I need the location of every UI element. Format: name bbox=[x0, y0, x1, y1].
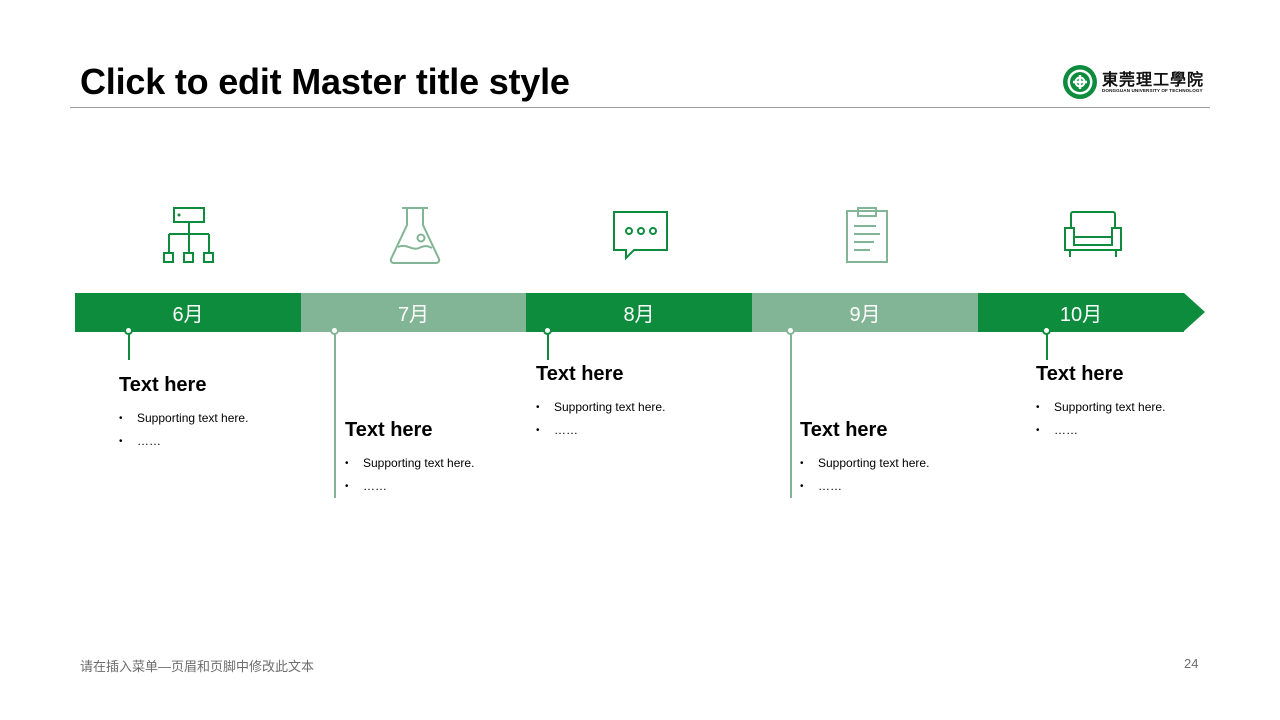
timeline-arrow-head bbox=[1184, 293, 1205, 331]
connector-node bbox=[124, 326, 133, 335]
bullet-item[interactable]: …… bbox=[119, 430, 319, 453]
item-title[interactable]: Text here bbox=[536, 363, 624, 385]
connector-node bbox=[543, 326, 552, 335]
item-title[interactable]: Text here bbox=[800, 419, 888, 441]
bullet-list: Supporting text here. …… bbox=[345, 452, 545, 498]
logo-name-chinese: 東莞理工學院 bbox=[1102, 70, 1205, 89]
bullet-item[interactable]: …… bbox=[800, 475, 1000, 498]
bullet-item[interactable]: Supporting text here. bbox=[536, 396, 736, 419]
connector-line bbox=[547, 332, 549, 360]
connector-line bbox=[790, 332, 792, 498]
bullet-item[interactable]: Supporting text here. bbox=[800, 452, 1000, 475]
connector-node bbox=[786, 326, 795, 335]
logo-name-english: DONGGUAN UNIVERSITY OF TECHNOLOGY bbox=[1102, 88, 1203, 93]
timeline-segment-2: 7月 bbox=[301, 293, 526, 332]
slide-title[interactable]: Click to edit Master title style bbox=[80, 61, 570, 102]
flask-icon bbox=[389, 207, 441, 264]
timeline-item-2: Text here Supporting text here. …… bbox=[345, 418, 545, 498]
timeline-segment-3: 8月 bbox=[526, 293, 752, 332]
title-divider bbox=[70, 107, 1210, 108]
timeline-item-5: Text here Supporting text here. …… bbox=[1036, 362, 1236, 442]
timeline-item-3: Text here Supporting text here. …… bbox=[536, 362, 736, 442]
connector-node bbox=[1042, 326, 1051, 335]
connector-line bbox=[334, 332, 336, 498]
bullet-item[interactable]: …… bbox=[1036, 419, 1236, 442]
bullet-list: Supporting text here. …… bbox=[800, 452, 1000, 498]
connector-node bbox=[330, 326, 339, 335]
connector-line bbox=[128, 332, 130, 360]
connector-line bbox=[1046, 332, 1048, 360]
org-chart-icon bbox=[163, 207, 214, 263]
bullet-item[interactable]: …… bbox=[536, 419, 736, 442]
bullet-item[interactable]: Supporting text here. bbox=[345, 452, 545, 475]
timeline-item-1: Text here Supporting text here. …… bbox=[119, 373, 319, 453]
sofa-icon bbox=[1064, 211, 1122, 257]
timeline-item-4: Text here Supporting text here. …… bbox=[800, 418, 1000, 498]
university-emblem-icon bbox=[1063, 65, 1097, 99]
month-label: 8月 bbox=[623, 304, 655, 326]
month-label: 7月 bbox=[397, 304, 430, 326]
item-title[interactable]: Text here bbox=[345, 419, 433, 441]
timeline-segment-1: 6月 bbox=[75, 293, 301, 332]
clipboard-icon bbox=[846, 207, 888, 263]
bullet-item[interactable]: Supporting text here. bbox=[119, 407, 319, 430]
item-title[interactable]: Text here bbox=[119, 374, 207, 396]
item-title[interactable]: Text here bbox=[1036, 363, 1124, 385]
month-label: 10月 bbox=[1059, 304, 1103, 326]
university-logo: 東莞理工學院 DONGGUAN UNIVERSITY OF TECHNOLOGY bbox=[1062, 64, 1212, 100]
timeline-segment-5: 10月 bbox=[978, 293, 1184, 332]
chat-bubble-icon bbox=[613, 211, 668, 260]
bullet-list: Supporting text here. …… bbox=[119, 407, 319, 453]
footer-text[interactable]: 请在插入菜单—页眉和页脚中修改此文本 bbox=[80, 659, 315, 674]
timeline-segment-4: 9月 bbox=[752, 293, 978, 332]
bullet-list: Supporting text here. …… bbox=[536, 396, 736, 442]
bullet-item[interactable]: …… bbox=[345, 475, 545, 498]
month-label: 6月 bbox=[172, 304, 204, 326]
bullet-item[interactable]: Supporting text here. bbox=[1036, 396, 1236, 419]
page-number: 24 bbox=[1184, 656, 1199, 671]
bullet-list: Supporting text here. …… bbox=[1036, 396, 1236, 442]
month-label: 9月 bbox=[849, 304, 881, 326]
